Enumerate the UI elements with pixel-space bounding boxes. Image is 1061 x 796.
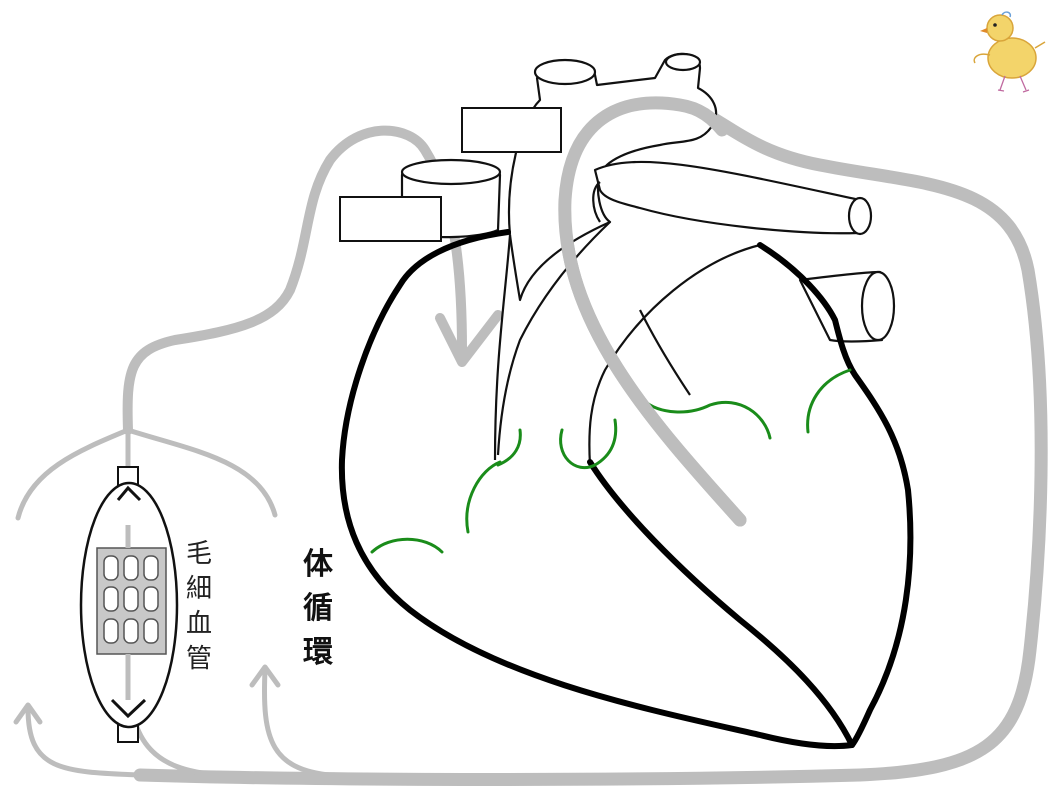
chick-eye: [993, 23, 997, 27]
systemic-label-char: 循: [303, 591, 333, 626]
pulmonary-artery-opening: [847, 196, 873, 236]
chick-leg-right: [1019, 75, 1030, 93]
capillary-label-char: 血: [186, 609, 212, 639]
chick-doodle-icon: [973, 11, 1046, 93]
conus-line: [588, 243, 761, 466]
cell: [123, 586, 139, 612]
blank-label-box-2: [339, 196, 442, 242]
pulmonary-artery: [593, 160, 862, 235]
interventricular-groove: [587, 459, 855, 748]
chick-hair: [1001, 11, 1012, 18]
cell: [103, 618, 119, 644]
capillary-label-char: 毛: [186, 539, 212, 569]
systemic-label-char: 体: [303, 547, 334, 582]
cell: [123, 618, 139, 644]
aortic-branch-1: [533, 58, 597, 86]
capillary-valve-bottom: [110, 698, 147, 719]
right-heart-border: [338, 229, 855, 750]
svc-opening: [400, 158, 502, 186]
coronary-arc: [465, 460, 502, 534]
cell: [123, 555, 139, 581]
coronary-arc: [806, 368, 852, 434]
chick-tail: [1034, 41, 1046, 49]
aortic-branch-2: [664, 52, 702, 72]
heart-inner-contours: [493, 181, 761, 466]
cell: [143, 618, 159, 644]
aortic-outflow-overlay: [558, 96, 747, 527]
capillary-cells: [103, 555, 159, 644]
chick-body: [987, 37, 1037, 79]
bottom-return-left: [25, 705, 143, 778]
pulmonary-root-line: [639, 309, 691, 396]
chick-wing: [973, 53, 991, 64]
coronary-arc: [641, 398, 772, 440]
bottom-return-right: [262, 667, 343, 779]
heart-outline: [338, 229, 914, 750]
systemic-label-char: 環: [303, 635, 334, 670]
chick-beak: [980, 28, 987, 33]
capillary-label-char: 管: [186, 644, 212, 674]
arrowhead-right: [249, 664, 281, 688]
left-heart-border: [757, 242, 914, 748]
inner-arch-line: [592, 181, 601, 223]
capillary-valve-top: [116, 485, 142, 502]
cell: [143, 555, 159, 581]
systemic-circulation-label: 体 循 環: [303, 547, 334, 670]
capillary-unit: [79, 466, 179, 743]
coronary-arc: [370, 537, 444, 554]
capillary-label: 毛 細 血 管: [186, 539, 212, 674]
chick-leg-left: [997, 75, 1006, 92]
coronary-arc: [496, 428, 522, 467]
septal-line: [496, 221, 611, 456]
arrowhead-left: [13, 702, 43, 725]
cell: [103, 555, 119, 581]
chick-head: [986, 14, 1014, 42]
coronary-arc: [559, 418, 618, 469]
cell: [103, 586, 119, 612]
branch-left: [15, 427, 131, 521]
blank-label-box-1: [461, 107, 562, 153]
coronary-vessels: [370, 368, 852, 554]
capillary-label-char: 細: [186, 574, 212, 604]
cell: [143, 586, 159, 612]
right-atrium-border: [493, 234, 512, 461]
branch-right: [125, 427, 278, 518]
pulmonary-vein-opening: [860, 270, 896, 342]
venous-return-arrowhead: [435, 310, 503, 367]
